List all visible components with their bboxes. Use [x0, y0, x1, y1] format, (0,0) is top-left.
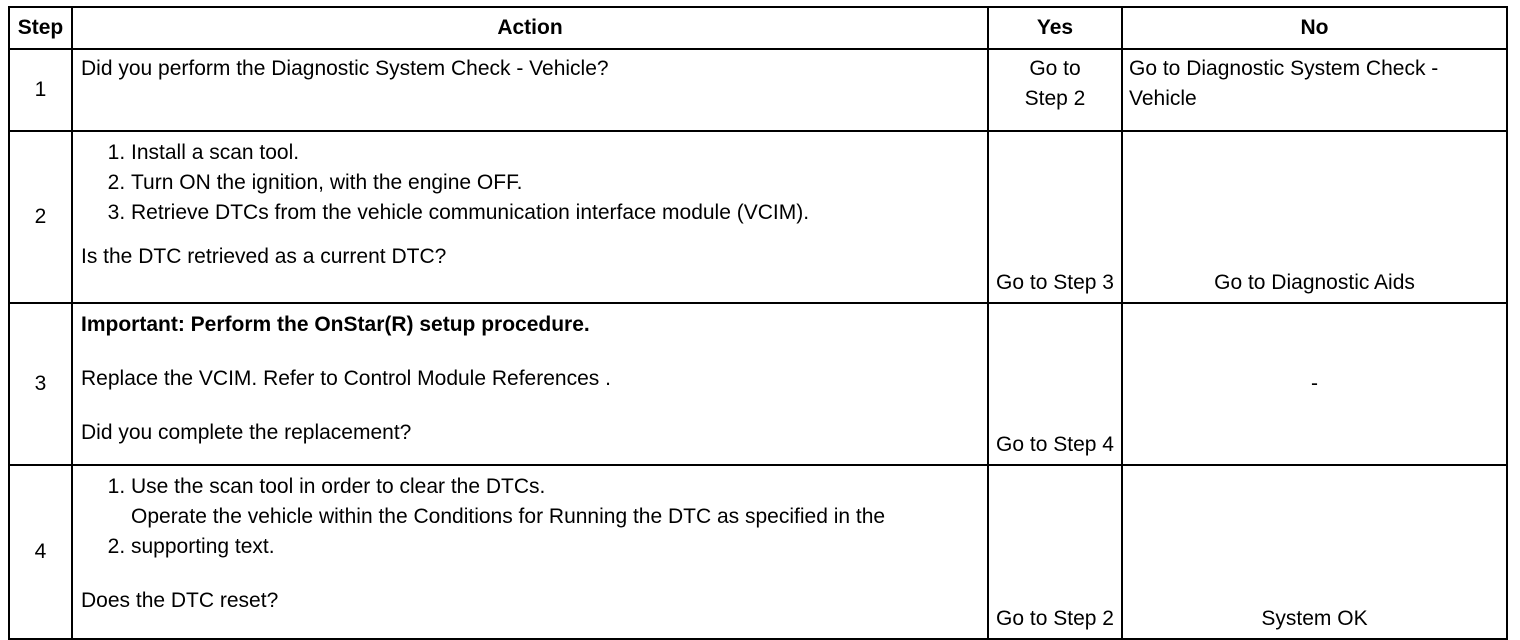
action-question: Did you perform the Diagnostic System Ch…: [81, 57, 609, 80]
important-note: Important: Perform the OnStar(R) setup p…: [81, 313, 590, 336]
table-row: 3 Important: Perform the OnStar(R) setup…: [8, 302, 1508, 466]
header-yes: Yes: [987, 6, 1123, 50]
action-cell: Did you perform the Diagnostic System Ch…: [71, 48, 989, 132]
action-question: Did you complete the replacement?: [81, 421, 412, 444]
step-number: 2: [8, 130, 73, 304]
list-item: Retrieve DTCs from the vehicle communica…: [131, 198, 979, 228]
yes-link[interactable]: Go to Step 3: [996, 271, 1114, 294]
action-question: Is the DTC retrieved as a current DTC?: [81, 245, 447, 268]
no-link[interactable]: Go to Diagnostic System Check - Vehicle: [1129, 57, 1439, 110]
header-action: Action: [71, 6, 989, 50]
yes-cell: Go to Step 2: [987, 48, 1123, 132]
no-cell: System OK: [1121, 464, 1508, 640]
step-number: 3: [8, 302, 73, 466]
yes-link[interactable]: Go to Step 2: [996, 607, 1114, 630]
list-item: Operate the vehicle within the Condition…: [131, 502, 979, 562]
header-no: No: [1121, 6, 1508, 50]
table-row: 4 Use the scan tool in order to clear th…: [8, 464, 1508, 640]
yes-link[interactable]: Go to Step 2: [1024, 57, 1086, 110]
no-value: System OK: [1261, 607, 1368, 630]
action-question: Does the DTC reset?: [81, 589, 279, 612]
no-cell: Go to Diagnostic System Check - Vehicle: [1121, 48, 1508, 132]
action-instruction: Replace the VCIM. Refer to Control Modul…: [81, 367, 611, 390]
yes-cell: Go to Step 3: [987, 130, 1123, 304]
header-row: Step Action Yes No: [8, 6, 1508, 50]
yes-link[interactable]: Go to Step 4: [996, 433, 1114, 456]
no-link[interactable]: Go to Diagnostic Aids: [1214, 271, 1415, 294]
yes-cell: Go to Step 4: [987, 302, 1123, 466]
no-cell: Go to Diagnostic Aids: [1121, 130, 1508, 304]
action-cell: Install a scan tool. Turn ON the ignitio…: [71, 130, 989, 304]
yes-cell: Go to Step 2: [987, 464, 1123, 640]
table-row: 2 Install a scan tool. Turn ON the ignit…: [8, 130, 1508, 304]
no-value: -: [1311, 372, 1318, 395]
action-cell: Use the scan tool in order to clear the …: [71, 464, 989, 640]
table-row: 1 Did you perform the Diagnostic System …: [8, 48, 1508, 132]
diagnostic-table: Step Action Yes No 1 Did you perform the…: [8, 6, 1508, 640]
header-step: Step: [8, 6, 73, 50]
action-cell: Important: Perform the OnStar(R) setup p…: [71, 302, 989, 466]
list-item: Install a scan tool.: [131, 138, 979, 168]
list-item: Use the scan tool in order to clear the …: [131, 472, 979, 502]
no-cell: -: [1121, 302, 1508, 466]
step-number: 4: [8, 464, 73, 640]
step-number: 1: [8, 48, 73, 132]
list-item: Turn ON the ignition, with the engine OF…: [131, 168, 979, 198]
substep-list: Use the scan tool in order to clear the …: [81, 472, 979, 562]
substep-list: Install a scan tool. Turn ON the ignitio…: [81, 138, 979, 228]
